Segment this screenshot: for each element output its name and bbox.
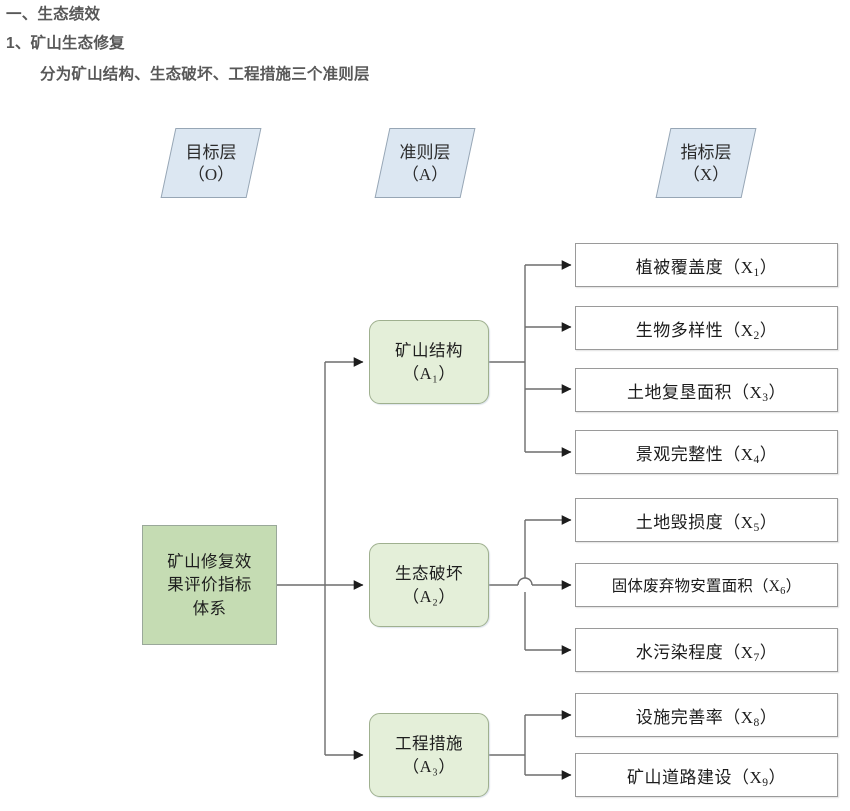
indicator-box-x8[interactable]: 设施完善率（X8） — [575, 693, 838, 737]
criteria-box-a1[interactable]: 矿山结构 （A₁） — [369, 320, 489, 404]
indicator-box-x4[interactable]: 景观完整性（X4） — [575, 430, 838, 474]
indicator-box-x5-label: 土地毁损度（X5） — [635, 512, 778, 534]
indicator-box-x6[interactable]: 固体废弃物安置面积（X6） — [575, 563, 838, 607]
edge-a2-stem-jump — [517, 577, 533, 586]
indicator-box-x2-label: 生物多样性（X2） — [635, 320, 778, 342]
criteria-box-a2-label: 生态破坏 （A₂） — [395, 563, 463, 606]
indicator-box-x6-label: 固体废弃物安置面积（X6） — [611, 578, 802, 597]
indicator-box-x9[interactable]: 矿山道路建设（X9） — [575, 753, 838, 797]
criteria-box-a3[interactable]: 工程措施 （A₃） — [369, 713, 489, 797]
indicator-box-x4-label: 景观完整性（X4） — [635, 444, 778, 466]
indicator-box-x7[interactable]: 水污染程度（X7） — [575, 628, 838, 672]
indicator-box-x3-label: 土地复垦面积（X3） — [626, 382, 787, 404]
heading-section: 一、生态绩效 — [6, 6, 101, 23]
goal-box-label: 矿山修复效 果评价指标 体系 — [167, 551, 252, 618]
indicator-box-x8-label: 设施完善率（X8） — [635, 707, 778, 729]
heading-description: 分为矿山结构、生态破坏、工程措施三个准则层 — [40, 66, 370, 83]
indicator-box-x7-label: 水污染程度（X7） — [635, 642, 778, 664]
heading-subsection: 1、矿山生态修复 — [6, 35, 125, 52]
indicator-box-x1-label: 植被覆盖度（X1） — [635, 257, 778, 279]
criteria-box-a3-label: 工程措施 （A₃） — [395, 733, 463, 776]
indicator-box-x5[interactable]: 土地毁损度（X5） — [575, 498, 838, 542]
criteria-box-a1-label: 矿山结构 （A₁） — [395, 340, 463, 383]
criteria-box-a2[interactable]: 生态破坏 （A₂） — [369, 543, 489, 627]
goal-box[interactable]: 矿山修复效 果评价指标 体系 — [142, 525, 277, 645]
goal-layer-header-label: 目标层 （O） — [185, 143, 237, 185]
indicator-box-x1[interactable]: 植被覆盖度（X1） — [575, 243, 838, 287]
indicator-box-x9-label: 矿山道路建设（X9） — [626, 767, 787, 789]
indicator-layer-header-label: 指标层 （X） — [680, 143, 732, 185]
criteria-layer-header-label: 准则层 （A） — [399, 143, 451, 185]
indicator-box-x2[interactable]: 生物多样性（X2） — [575, 306, 838, 350]
indicator-box-x3[interactable]: 土地复垦面积（X3） — [575, 368, 838, 412]
